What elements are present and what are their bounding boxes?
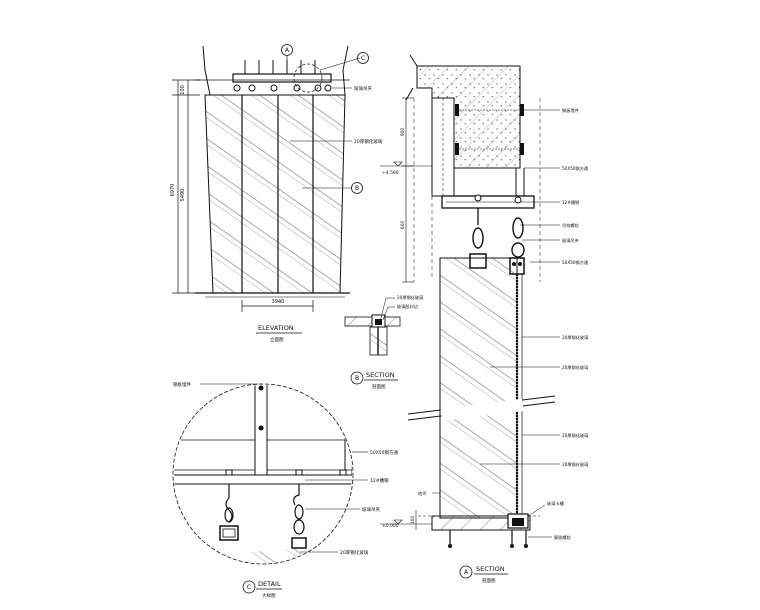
section-a-bottom-left-label: 地坪	[418, 490, 426, 497]
section-b-view: 20厚钢化玻璃 玻璃胶封边 B SECTION 剖面图	[344, 294, 423, 390]
detail-marker-label: C	[247, 584, 251, 591]
section-a-glass3-label: 20厚钢化玻璃	[562, 432, 588, 439]
detail-clip-label: 玻璃吊夹	[362, 506, 380, 513]
elevation-dim-top: 100	[180, 85, 186, 95]
section-a-plate-label: 钢板埋件	[562, 107, 579, 114]
section-b-title: SECTION	[366, 371, 395, 379]
detail-channel-label: 50X50钢方通	[370, 449, 399, 456]
elevation-view: 100 6970 5490 3940 A C B 玻璃吊夹 20厚钢化玻璃 EL…	[170, 44, 383, 343]
detail-subtitle: 大样图	[262, 592, 276, 599]
elevation-glass-label: 20厚钢化玻璃	[354, 138, 383, 145]
section-marker-a	[281, 44, 293, 56]
section-b-subtitle: 剖面图	[372, 383, 386, 390]
section-b-marker	[350, 371, 364, 385]
section-a-dim-base: 100	[410, 516, 416, 525]
section-a-marker	[459, 565, 473, 579]
section-a-bottom-right2-label: 膨胀螺栓	[554, 534, 572, 541]
detail-title: DETAIL	[258, 580, 281, 588]
section-b-glass-label: 20厚钢化玻璃	[397, 294, 423, 301]
section-a-channel-bottom-label: 50X50钢方通	[562, 259, 589, 266]
detail-marker	[242, 580, 256, 594]
detail-marker-c	[357, 52, 369, 64]
section-a-bolt-label: 12#槽钢	[562, 199, 579, 206]
section-a-level-bottom: ±0.000	[382, 523, 399, 529]
elevation-subtitle: 立面图	[270, 336, 284, 343]
elevation-title: ELEVATION	[258, 324, 294, 332]
section-a-marker-label: A	[464, 569, 469, 576]
elevation-bracket-label: 玻璃吊夹	[354, 85, 372, 92]
section-a-subtitle: 剖面图	[482, 577, 496, 584]
marker-b-label: B	[355, 185, 359, 192]
detail-view: 钢板埋件 50X50钢方通 12#槽钢 玻璃吊夹 20厚钢化玻璃 C DETAI…	[172, 381, 399, 599]
section-a-bolt2-label: 吊钩螺栓	[562, 222, 580, 229]
section-a-view: +4.590 ±0.000 900 600 100	[380, 54, 589, 584]
detail-callout-circle	[293, 63, 323, 93]
section-a-dim-upper: 900	[400, 128, 406, 137]
section-a-dim-lower: 600	[400, 221, 406, 230]
elevation-dim-width: 3940	[272, 299, 285, 305]
section-a-level-top: +4.590	[382, 170, 399, 176]
section-a-bottom-right1-label: 玻璃卡槽	[547, 500, 565, 507]
elevation-dim-main: 5490	[180, 189, 186, 202]
section-a-channel-top-label: 50X50钢方通	[562, 165, 589, 172]
section-a-glass4-label: 20厚钢化玻璃	[562, 461, 588, 468]
elevation-dim-total: 6970	[170, 184, 176, 197]
detail-bolt-label: 12#槽钢	[370, 477, 389, 484]
section-b-sealant-label: 玻璃胶封边	[397, 303, 419, 310]
detail-glass-label: 20厚钢化玻璃	[340, 549, 369, 556]
marker-c-label: C	[361, 55, 365, 62]
section-b-marker-label: B	[355, 375, 359, 382]
section-marker-b	[351, 182, 363, 194]
marker-a-label: A	[285, 47, 290, 54]
section-a-glass1-label: 20厚钢化玻璃	[562, 334, 588, 341]
section-a-glass2-label: 20厚钢化玻璃	[562, 364, 588, 371]
section-a-clip-label: 玻璃吊夹	[562, 237, 579, 244]
section-a-title: SECTION	[476, 565, 505, 573]
detail-plate-label: 钢板埋件	[173, 381, 191, 388]
